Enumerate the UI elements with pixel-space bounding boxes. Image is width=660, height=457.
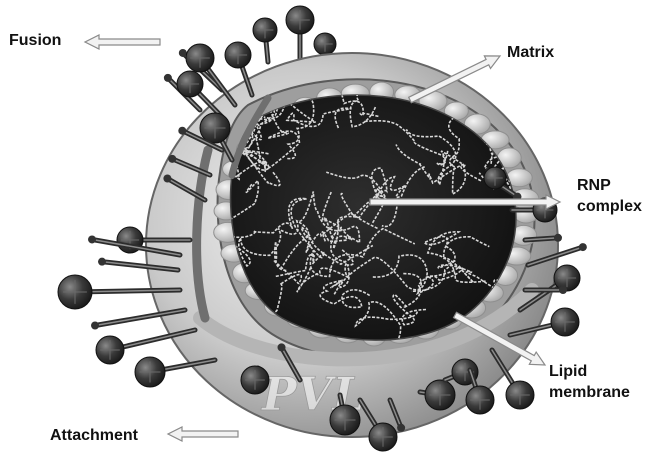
arrow-fusion (85, 35, 160, 49)
label-rnp-line1: RNP (577, 176, 611, 195)
label-lipid-line2: membrane (549, 383, 630, 402)
label-fusion: Fusion (9, 31, 61, 50)
rnp-core (231, 95, 516, 340)
spike-protein (241, 366, 269, 394)
spike-protein (286, 6, 314, 62)
label-rnp-line2: complex (577, 197, 642, 216)
label-lipid-line1: Lipid (549, 362, 587, 381)
arrow-attachment (168, 427, 238, 441)
spike-protein (484, 167, 506, 189)
label-matrix: Matrix (507, 43, 554, 62)
spike-protein (253, 18, 277, 62)
label-attachment: Attachment (50, 426, 138, 445)
